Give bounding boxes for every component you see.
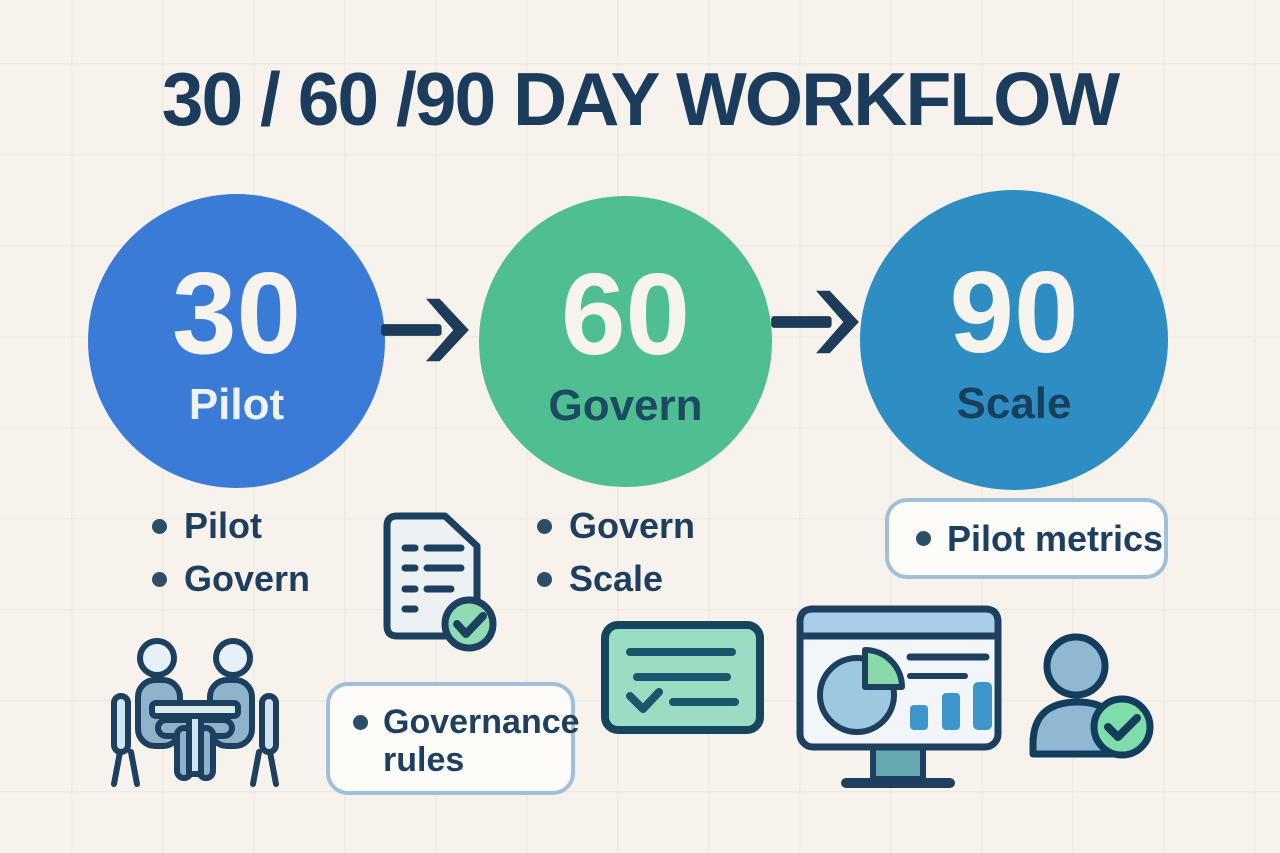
step-number: 30 [171, 248, 302, 378]
list-item-label: Govern [184, 558, 311, 599]
step-number: 90 [949, 247, 1079, 377]
arrow-right-icon [381, 298, 469, 362]
bullet-dot [152, 518, 167, 534]
step-circle-30: 30 Pilot [88, 194, 385, 488]
bullet-dot [916, 531, 931, 546]
pilot-metrics-label: Pilot metrics [947, 517, 1164, 559]
pilot-metrics-box: Pilot metrics [885, 498, 1168, 579]
step-label: Scale [956, 379, 1072, 428]
checklist-card-icon [601, 621, 764, 734]
bullet-dot [152, 571, 167, 587]
step-circle-90: 90 Scale [860, 190, 1168, 490]
document-check-icon [383, 512, 497, 652]
governance-rules-label: Governance rules [383, 703, 580, 779]
list-item: Scale [537, 561, 695, 597]
page-title: 30 / 60 /90 DAY WORKFLOW [161, 57, 1120, 141]
list-item-label: Pilot [184, 505, 262, 546]
arrow-right-icon [771, 290, 859, 354]
step-label: Pilot [188, 380, 285, 429]
monitor-analytics-icon [796, 605, 1002, 788]
list-item-label: Govern [569, 505, 696, 546]
governance-rules-box: Governance rules [326, 682, 580, 795]
step-label: Govern [548, 380, 703, 430]
bullet-dot [353, 715, 368, 730]
step2-note-list: Govern Scale [537, 508, 695, 597]
bullet-dot [537, 571, 552, 587]
list-item: Govern [152, 561, 310, 597]
step1-note-list: Pilot Govern [152, 508, 310, 597]
list-item: Govern [537, 508, 695, 544]
step-number: 60 [560, 248, 691, 379]
people-meeting-icon [111, 638, 279, 787]
user-check-icon [1029, 633, 1154, 759]
list-item: Pilot [152, 508, 310, 544]
list-item-label: Scale [569, 558, 664, 599]
step-circle-60: 60 Govern [479, 196, 772, 487]
bullet-dot [537, 518, 552, 534]
